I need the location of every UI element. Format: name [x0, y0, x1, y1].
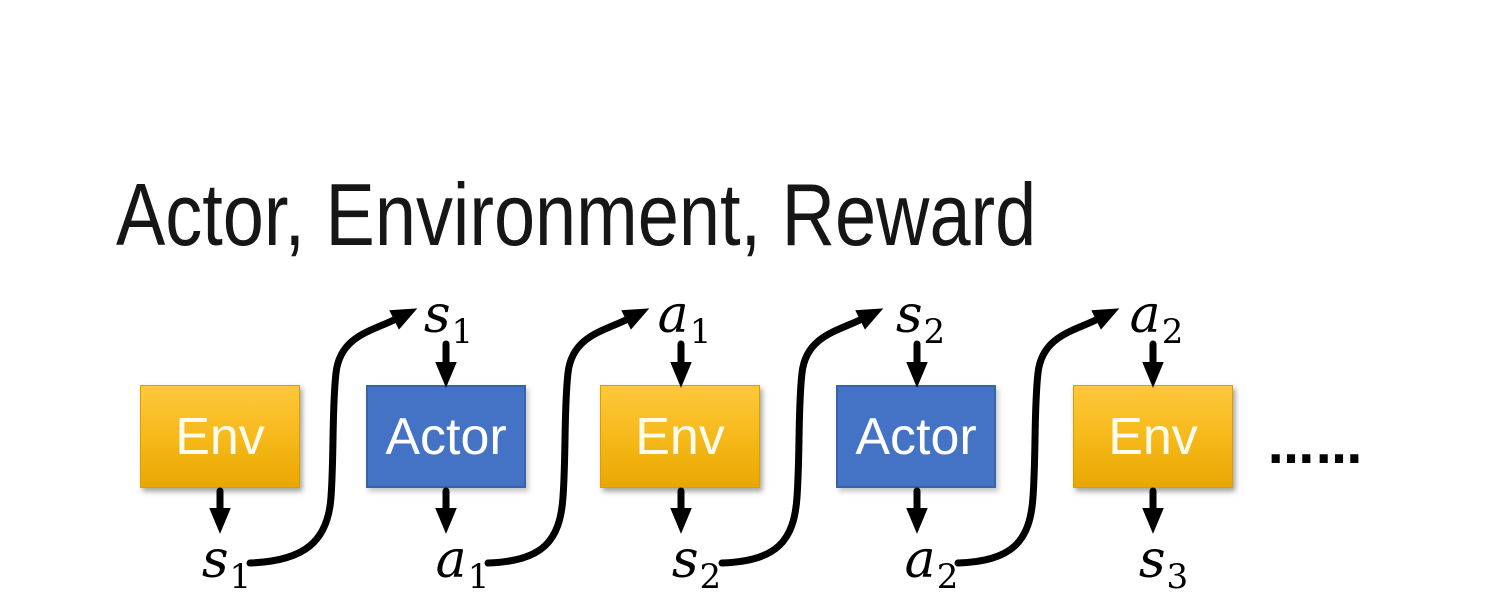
label-a1-bottom-sub: 1	[467, 557, 490, 597]
env-box-1: Env	[140, 385, 300, 488]
label-a2-top-sub: 2	[1161, 312, 1184, 352]
env-box-2: Env	[600, 385, 760, 488]
label-a2-bottom: a2	[905, 534, 959, 594]
label-a2-top: a2	[1130, 289, 1184, 349]
label-s1-bottom: s1	[202, 534, 251, 594]
label-s2-bottom-sub: 2	[699, 557, 722, 597]
label-s2-bottom-base: s	[671, 530, 699, 590]
continuation-ellipsis: ……	[1268, 420, 1364, 474]
label-s3-bottom: s3	[1139, 534, 1188, 594]
label-s3-bottom-sub: 3	[1166, 557, 1189, 597]
actor-box-2: Actor	[836, 385, 996, 488]
label-s2-top: s2	[896, 289, 945, 349]
label-s3-bottom-base: s	[1138, 530, 1166, 590]
label-a1-top-sub: 1	[689, 312, 712, 352]
label-a2-top-base: a	[1129, 285, 1161, 345]
actor-box-1: Actor	[366, 385, 526, 488]
label-s1-top-sub: 1	[451, 312, 474, 352]
label-a1-bottom-base: a	[435, 530, 467, 590]
label-a1-bottom: a1	[436, 534, 490, 594]
slide-title: Actor, Environment, Reward	[116, 164, 1037, 264]
env-box-3-label: Env	[1108, 407, 1198, 466]
label-s1-top: s1	[424, 289, 473, 349]
env-box-3: Env	[1073, 385, 1233, 488]
label-a2-bottom-base: a	[904, 530, 936, 590]
label-s2-bottom: s2	[672, 534, 721, 594]
label-s1-top-base: s	[423, 285, 451, 345]
actor-box-2-label: Actor	[855, 407, 977, 466]
label-a1-top: a1	[658, 289, 712, 349]
actor-box-1-label: Actor	[385, 407, 507, 466]
label-a1-top-base: a	[657, 285, 689, 345]
label-s2-top-base: s	[895, 285, 923, 345]
env-box-2-label: Env	[635, 407, 725, 466]
label-s2-top-sub: 2	[923, 312, 946, 352]
label-s1-bottom-sub: 1	[229, 557, 252, 597]
label-a2-bottom-sub: 2	[936, 557, 959, 597]
env-box-1-label: Env	[175, 407, 265, 466]
label-s1-bottom-base: s	[201, 530, 229, 590]
